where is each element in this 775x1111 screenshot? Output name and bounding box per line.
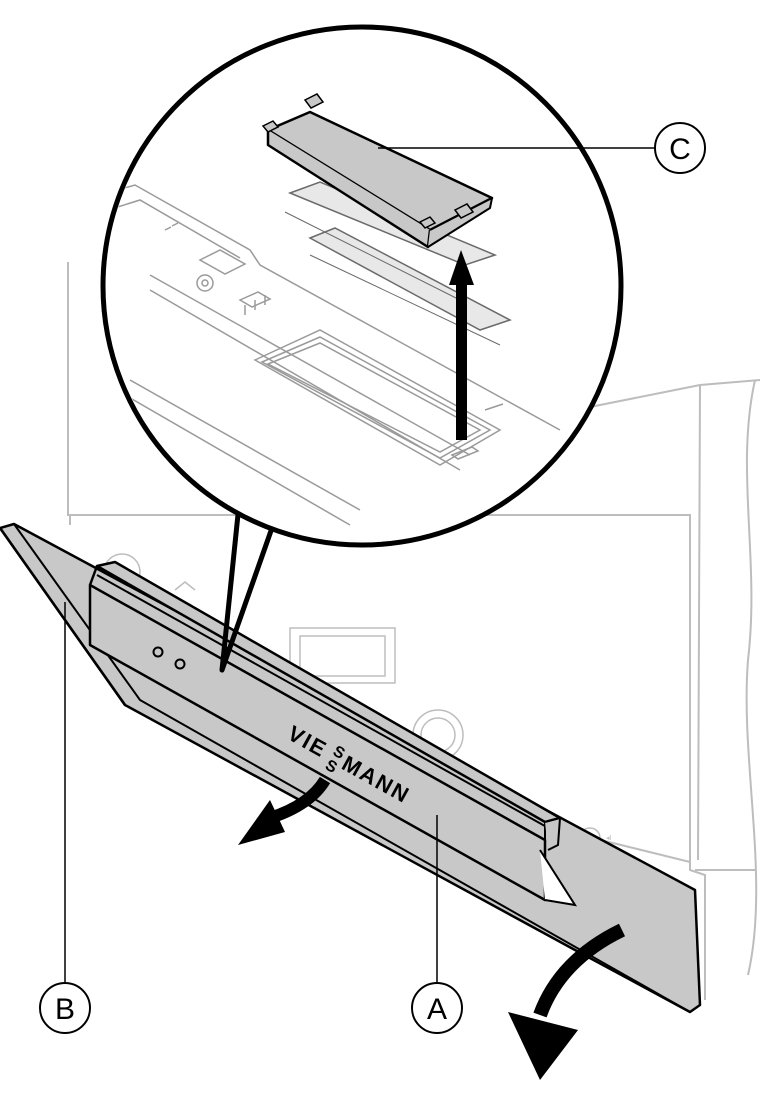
callout-b-label: B bbox=[55, 993, 75, 1026]
callout-a-label: A bbox=[427, 993, 447, 1026]
callout-b: B bbox=[39, 982, 91, 1034]
svg-text:◂I: ◂I bbox=[606, 835, 612, 842]
control-cover-a bbox=[88, 560, 578, 907]
module-c bbox=[261, 93, 494, 249]
callout-c-label: C bbox=[669, 133, 691, 166]
callout-c: C bbox=[654, 122, 706, 174]
boiler-housing bbox=[67, 262, 761, 1000]
lift-arrow-up bbox=[449, 250, 474, 440]
swing-arrow-right bbox=[508, 923, 626, 1080]
leader-lines bbox=[64, 147, 655, 985]
detail-circle bbox=[100, 24, 624, 673]
callout-a: A bbox=[411, 982, 463, 1034]
swing-arrow-left bbox=[238, 776, 331, 845]
